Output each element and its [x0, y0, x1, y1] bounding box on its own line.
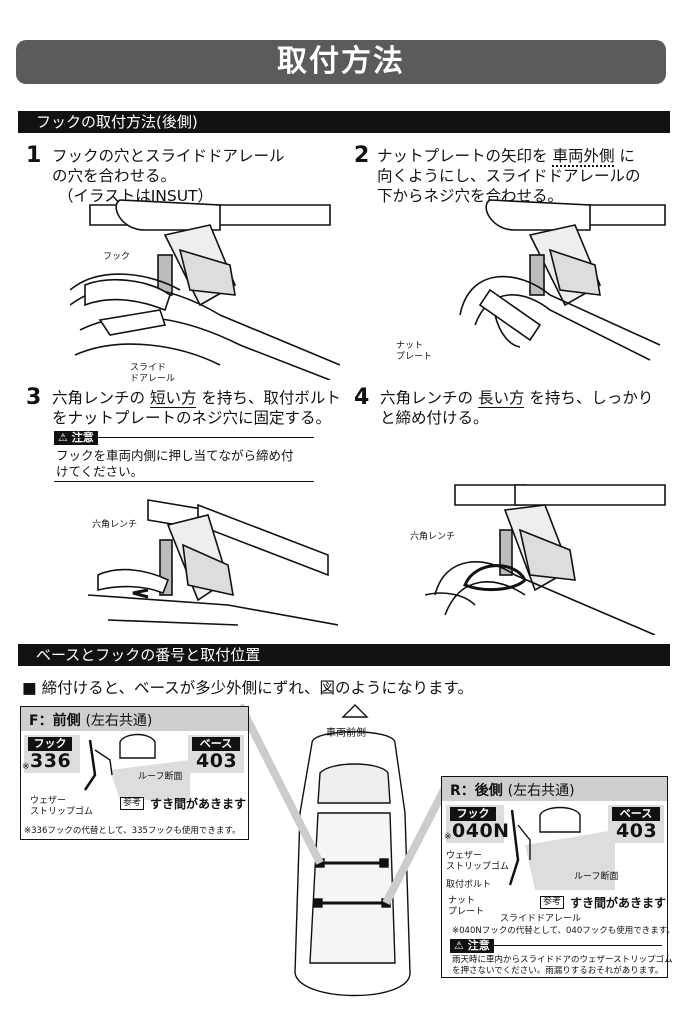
reference-badge-rear: 参考: [540, 896, 565, 909]
hook-code-front: 336: [30, 750, 72, 772]
car-top-view-diagram: [240, 703, 454, 997]
base-code-front: 403: [196, 750, 238, 772]
slide-rail-label-rear: スライドドアレール: [500, 914, 582, 924]
hook-label-front: フック: [28, 737, 72, 751]
notice-text: ■ 締付けると、ベースが多少外側にずれ、図のようになります。: [22, 679, 473, 697]
gap-note-rear: すき間があきます: [570, 896, 667, 910]
caution-text-rear: 雨天時に車内からスライドドアのウェザーストリップゴム を押さないでください。雨漏…: [452, 955, 673, 976]
step-3-illustration: [88, 499, 338, 626]
hook-mark-rear: ※: [444, 832, 452, 842]
step-4-text: 六角レンチの 長い方 を持ち、しっかり と締め付ける。: [380, 389, 654, 427]
step-2-number: 2: [354, 143, 370, 168]
label-slide-rail: スライド ドアレール: [130, 363, 176, 384]
bolt-label-rear: 取付ボルト: [446, 880, 492, 890]
section-header-hook-install: フックの取付方法(後側): [18, 111, 670, 133]
label-hex-wrench-step3: 六角レンチ: [92, 520, 138, 530]
step-3-number: 3: [26, 385, 42, 410]
caution-line-top: [54, 437, 314, 438]
base-label-front: ベース: [192, 737, 240, 751]
step-4-number: 4: [354, 385, 370, 410]
base-label-rear: ベース: [612, 807, 660, 821]
caution-badge-step3: ⚠ 注意: [54, 431, 98, 445]
caution-badge-rear: ⚠ 注意: [450, 939, 494, 953]
label-nut-plate: ナット プレート: [396, 341, 433, 362]
caution-line-rear: [450, 945, 662, 946]
step-1-illustration: [70, 199, 340, 380]
nut-plate-label-rear: ナット プレート: [448, 896, 485, 917]
caution-line-bottom: [54, 481, 314, 482]
hook-label-rear: フック: [450, 807, 496, 821]
step-3-text: 六角レンチの 短い方 を持ち、取付ボルト をナットプレートのネジ穴に固定する。: [52, 389, 341, 427]
hook-code-rear: 040N: [452, 820, 510, 842]
reference-badge-front: 参考: [120, 797, 145, 810]
step-4-illustration: [425, 484, 666, 635]
step-2-text: ナットプレートの矢印を 車両外側 に 向くようにし、スライドドアレールの 下から…: [377, 147, 641, 205]
rear-cross-section: [508, 806, 615, 890]
roof-label-rear: ルーフ断面: [574, 872, 619, 882]
caution-text-step3: フックを車両内側に押し当てながら締め付 けてください。: [56, 448, 294, 479]
gap-note-front: すき間があきます: [150, 797, 247, 811]
footnote-rear: ※040Nフックの代替として、040フックも使用できます。: [452, 926, 675, 936]
panel-rear-header: R：後側 (左右共通): [442, 777, 667, 801]
footnote-front: ※336フックの代替として、335フックも使用できます。: [24, 826, 241, 836]
panel-front-header: F：前側 (左右共通): [21, 707, 248, 731]
section-header-base-hook-position: ベースとフックの番号と取付位置: [18, 644, 670, 666]
weather-strip-label-front: ウェザー ストリップゴム: [30, 796, 94, 817]
roof-label-front: ルーフ断面: [138, 772, 183, 782]
front-cross-section: [83, 733, 190, 800]
step-1-text: フックの穴とスライドドアレール の穴を合わせる。 （イラストはINSUT）: [52, 147, 285, 205]
step-2-illustration: [459, 199, 666, 361]
step-1-number: 1: [26, 143, 42, 168]
vehicle-front-label: 車両前側: [326, 728, 366, 739]
base-code-rear: 403: [616, 820, 658, 842]
label-hex-wrench-step4: 六角レンチ: [410, 532, 456, 542]
label-hook: フック: [103, 252, 131, 262]
weather-strip-label-rear: ウェザー ストリップゴム: [446, 851, 510, 872]
page-title: 取付方法: [16, 40, 666, 84]
hook-mark-front: ※: [22, 762, 30, 772]
